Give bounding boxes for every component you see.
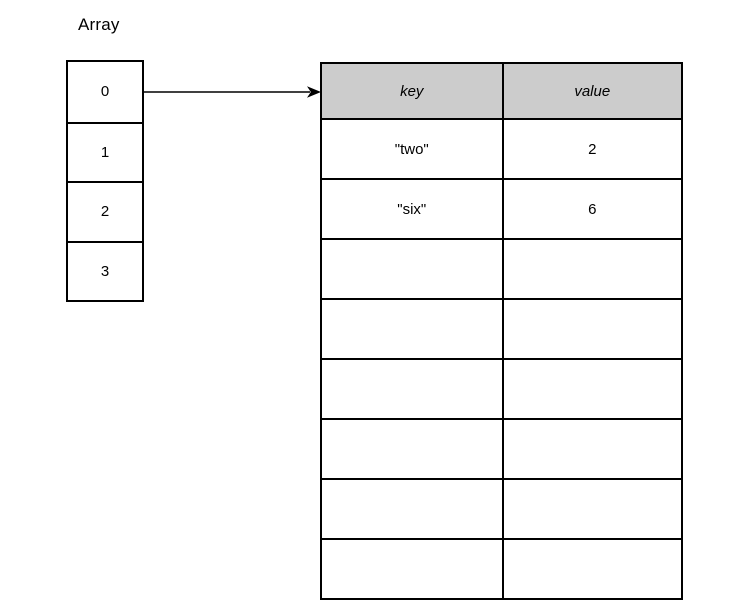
array-cell-3: 3	[68, 240, 142, 301]
hash-table-cell-r4-key	[322, 358, 502, 418]
hash-table-cell-r2-key	[322, 238, 502, 298]
pointer-arrow-icon	[144, 86, 321, 98]
hash-table-cell-r1-value: 6	[501, 178, 681, 238]
hash-table-header-value: value	[501, 64, 681, 118]
hash-table-cell-r6-value	[501, 478, 681, 538]
hash-table-cell-r7-key	[322, 538, 502, 598]
hash-table-cell-r7-value	[501, 538, 681, 598]
hash-table-cell-r5-value	[501, 418, 681, 478]
array-title: Array	[78, 15, 120, 34]
hash-table-cell-r6-key	[322, 478, 502, 538]
hash-table: key value "two" 2 "six" 6	[320, 62, 683, 600]
hash-table-cell-r3-value	[501, 298, 681, 358]
hash-table-cell-r4-value	[501, 358, 681, 418]
hash-table-cell-r5-key	[322, 418, 502, 478]
hash-table-header-key: key	[322, 64, 502, 118]
array-cell-1: 1	[68, 121, 142, 182]
hash-table-cell-r0-key: "two"	[322, 118, 502, 178]
hash-table-cell-r2-value	[501, 238, 681, 298]
hash-table-cell-r3-key	[322, 298, 502, 358]
array-cell-2: 2	[68, 181, 142, 241]
hash-table-cell-r0-value: 2	[501, 118, 681, 178]
array-box: 0 1 2 3	[66, 60, 144, 302]
hash-table-cell-r1-key: "six"	[322, 178, 502, 238]
array-cell-0: 0	[100, 83, 110, 101]
